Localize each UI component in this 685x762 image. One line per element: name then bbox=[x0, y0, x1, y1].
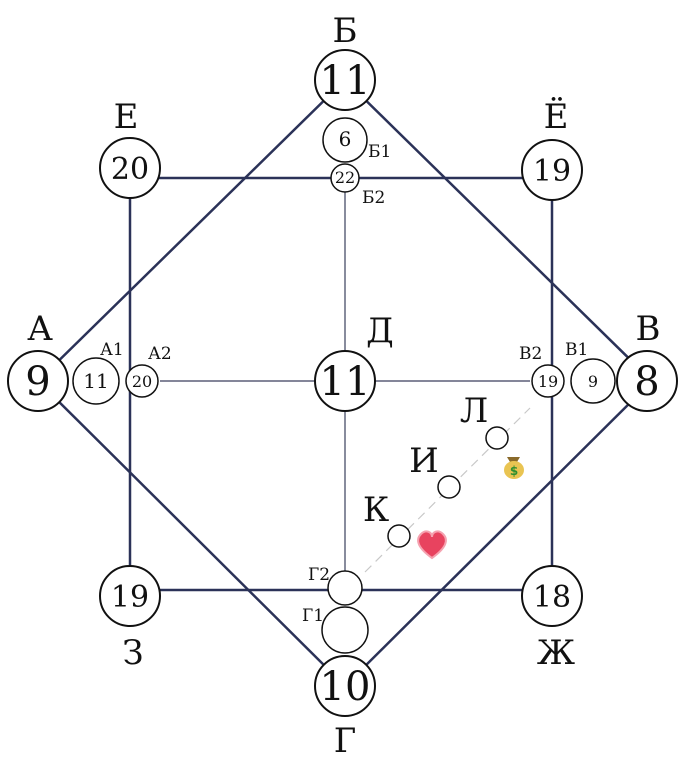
value-Z: 19 bbox=[111, 580, 149, 615]
circle-L bbox=[485, 426, 509, 450]
label-B2: Б2 bbox=[362, 188, 385, 208]
value-V1: 9 bbox=[588, 372, 598, 391]
label-V2: В2 bbox=[519, 344, 542, 364]
circle-G2 bbox=[327, 570, 363, 606]
label-A1: А1 bbox=[100, 340, 124, 360]
circle-V1 bbox=[570, 358, 616, 404]
circle-V2 bbox=[531, 364, 565, 398]
value-Zh: 18 bbox=[533, 580, 571, 615]
label-G2: Г2 bbox=[308, 565, 330, 585]
circle-A1 bbox=[72, 357, 120, 405]
circle-B1 bbox=[322, 117, 368, 163]
money-bag-icon: $ bbox=[504, 457, 524, 479]
label-Yo: Ё bbox=[544, 97, 569, 137]
value-B2: 22 bbox=[335, 168, 355, 187]
circle-B2 bbox=[330, 163, 360, 193]
label-V: В bbox=[636, 309, 661, 349]
circle-Z bbox=[99, 565, 161, 627]
label-A2: А2 bbox=[148, 344, 172, 364]
circle-Yo bbox=[521, 139, 583, 201]
circle-G bbox=[314, 655, 376, 717]
label-B1: Б1 bbox=[368, 142, 391, 162]
value-G: 10 bbox=[320, 664, 371, 710]
label-L: Л bbox=[460, 391, 488, 431]
value-E: 20 bbox=[111, 152, 149, 187]
value-V: 8 bbox=[634, 359, 659, 405]
circle-D bbox=[314, 350, 376, 412]
label-I: И bbox=[409, 441, 439, 481]
circle-V bbox=[616, 350, 678, 412]
value-D: 11 bbox=[320, 359, 371, 405]
value-B1: 6 bbox=[339, 127, 352, 151]
circle-A2 bbox=[125, 364, 159, 398]
value-V2: 19 bbox=[538, 372, 558, 391]
circle-B bbox=[314, 49, 376, 111]
circle-I bbox=[437, 475, 461, 499]
value-B: 11 bbox=[320, 58, 371, 104]
label-A: А bbox=[27, 309, 53, 349]
label-E: Е bbox=[114, 97, 139, 137]
circle-E bbox=[99, 137, 161, 199]
svg-text:$: $ bbox=[510, 464, 518, 478]
label-Z: З bbox=[122, 633, 143, 673]
label-Zh: Ж bbox=[537, 633, 575, 673]
heart-icon bbox=[417, 530, 447, 560]
circle-Zh bbox=[521, 565, 583, 627]
circle-G1 bbox=[321, 606, 369, 654]
value-A2: 20 bbox=[132, 372, 152, 391]
value-A: 9 bbox=[25, 359, 50, 405]
label-V1: В1 bbox=[565, 340, 588, 360]
label-G1: Г1 bbox=[302, 606, 324, 626]
label-B: Б bbox=[333, 11, 358, 51]
label-K: К bbox=[363, 490, 389, 530]
value-Yo: 19 bbox=[533, 154, 571, 189]
label-G: Г bbox=[334, 721, 357, 761]
label-D: Д bbox=[366, 311, 394, 351]
circle-K bbox=[387, 524, 411, 548]
value-A1: 11 bbox=[83, 369, 108, 393]
circle-A bbox=[7, 350, 69, 412]
